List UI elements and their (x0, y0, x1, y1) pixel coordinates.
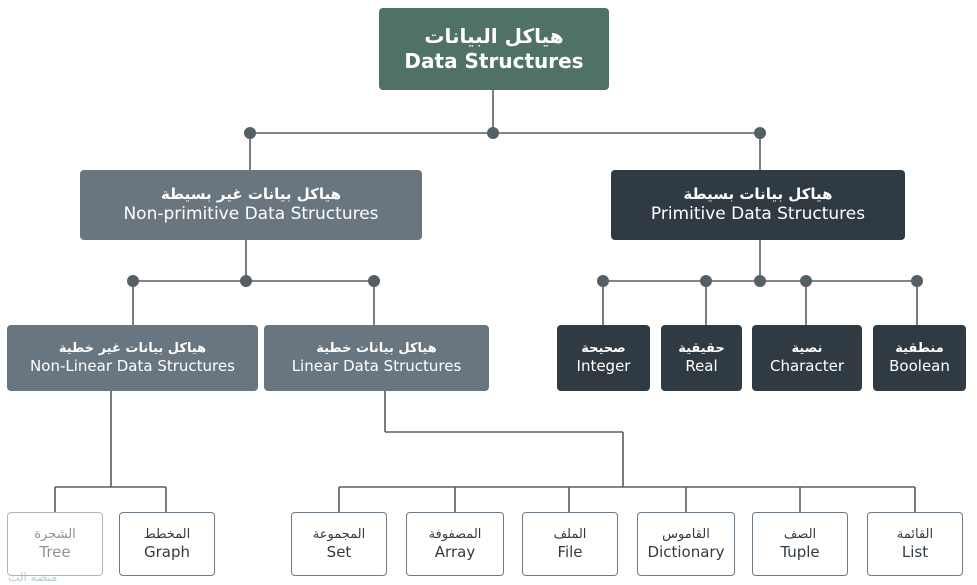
junction-dot (754, 275, 766, 287)
linear-label-en: Linear Data Structures (291, 356, 462, 375)
type-label-ar: القاموس (662, 526, 710, 542)
junction-dot (487, 127, 499, 139)
type-label-ar: منطقية (895, 340, 944, 356)
type-label-en: Character (769, 356, 845, 375)
primitive-type-character: نصية Character (752, 325, 862, 391)
root-label-en: Data Structures (404, 49, 584, 73)
linear-type-dictionary: القاموس Dictionary (637, 512, 735, 576)
type-label-en: Tree (39, 542, 71, 561)
junction-dot (754, 127, 766, 139)
linear-node: هياكل بيانات خطية Linear Data Structures (264, 325, 489, 391)
watermark-logo: منصة الت (8, 570, 58, 584)
primitive-label-ar: هياكل بيانات بسيطة (683, 185, 833, 203)
linear-type-array: المصفوفة Array (406, 512, 504, 576)
primitive-node: هياكل بيانات بسيطة Primitive Data Struct… (611, 170, 905, 240)
type-label-ar: صحيحة (581, 340, 626, 356)
type-label-en: Boolean (889, 356, 950, 375)
junction-dot (700, 275, 712, 287)
type-label-en: Integer (576, 356, 631, 375)
junction-dot (597, 275, 609, 287)
root-label-ar: هياكل البيانات (424, 24, 564, 48)
type-label-ar: المجموعة (312, 526, 366, 542)
type-label-ar: الملف (553, 526, 587, 542)
non-linear-label-ar: هياكل بيانات غير خطية (58, 340, 207, 356)
linear-type-file: الملف File (522, 512, 618, 576)
type-label-en: Set (326, 542, 352, 561)
primitive-type-real: حقيقية Real (661, 325, 742, 391)
type-label-ar: حقيقية (678, 340, 725, 356)
non-primitive-node: هياكل بيانات غير بسيطة Non-primitive Dat… (80, 170, 422, 240)
linear-label-ar: هياكل بيانات خطية (316, 340, 437, 356)
junction-dot (800, 275, 812, 287)
linear-type-set: المجموعة Set (291, 512, 387, 576)
non-linear-label-en: Non-Linear Data Structures (30, 356, 235, 375)
linear-type-list: القائمة List (867, 512, 963, 576)
junction-dot (911, 275, 923, 287)
type-label-en: Real (685, 356, 718, 375)
type-label-en: Tuple (780, 542, 820, 561)
junction-dot (368, 275, 380, 287)
linear-type-tuple: الصف Tuple (752, 512, 848, 576)
junction-dot (127, 275, 139, 287)
junction-dot (240, 275, 252, 287)
non-linear-type-tree: الشجرة Tree (7, 512, 103, 576)
primitive-label-en: Primitive Data Structures (650, 203, 866, 224)
type-label-en: Array (434, 542, 476, 561)
type-label-en: List (901, 542, 929, 561)
type-label-ar: الشجرة (34, 526, 76, 542)
root-node: هياكل البيانات Data Structures (379, 8, 609, 90)
type-label-ar: الصف (783, 526, 817, 542)
type-label-en: Graph (143, 542, 190, 561)
primitive-type-integer: صحيحة Integer (557, 325, 650, 391)
non-linear-type-graph: المخطط Graph (119, 512, 215, 576)
type-label-en: File (557, 542, 583, 561)
primitive-type-boolean: منطقية Boolean (873, 325, 966, 391)
type-label-ar: القائمة (896, 526, 934, 542)
non-linear-node: هياكل بيانات غير خطية Non-Linear Data St… (7, 325, 258, 391)
junction-dot (244, 127, 256, 139)
type-label-ar: نصية (791, 340, 823, 356)
type-label-en: Dictionary (647, 542, 725, 561)
type-label-ar: المصفوفة (428, 526, 482, 542)
non-primitive-label-en: Non-primitive Data Structures (123, 203, 379, 224)
type-label-ar: المخطط (143, 526, 191, 542)
non-primitive-label-ar: هياكل بيانات غير بسيطة (160, 185, 342, 203)
